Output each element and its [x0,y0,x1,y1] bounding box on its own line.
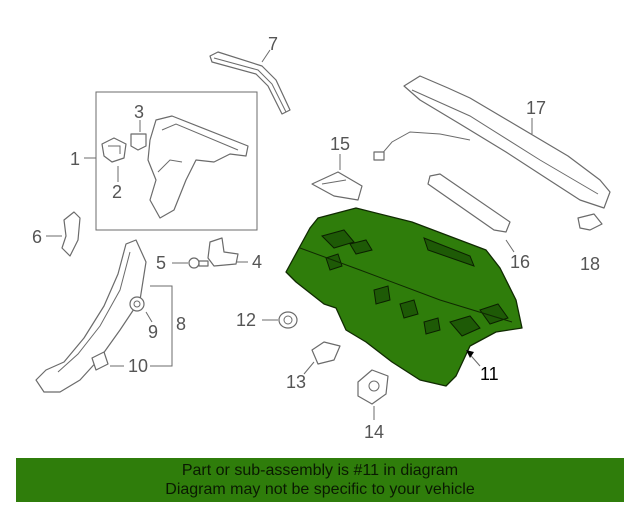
callout-14: 14 [364,422,384,442]
part-9-grommet[interactable] [129,296,145,312]
part-4-bracket[interactable] [207,237,239,267]
callout-12: 12 [236,310,256,330]
callout-2: 2 [112,182,122,202]
callout-5: 5 [156,253,166,273]
part-5-bolt[interactable] [188,257,209,269]
part-13-bracket[interactable] [311,341,341,365]
callout-9: 9 [148,322,158,342]
part-12-round-cap[interactable] [278,311,298,329]
part-8-lower-pillar[interactable] [35,239,147,393]
part-6-trim-piece[interactable] [61,211,81,257]
callout-7: 7 [268,34,278,54]
callout-10: 10 [128,356,148,376]
part-1-pillar-trim[interactable] [147,115,249,219]
callout-6: 6 [32,227,42,247]
part-10-clip[interactable] [91,351,109,371]
part-16-trim-strip[interactable] [427,173,511,233]
callout-15: 15 [330,134,350,154]
part-14-cover[interactable] [357,369,389,405]
banner-line-1: Part or sub-assembly is #11 in diagram [181,462,459,479]
callout-18: 18 [580,254,600,274]
part-2-bracket[interactable] [101,137,127,163]
callout-4: 4 [252,252,262,272]
part-18-clip[interactable] [577,213,603,231]
callout-3: 3 [134,102,144,122]
part-15-cover[interactable] [311,171,363,201]
callout-17: 17 [526,98,546,118]
callout-11: 11 [480,364,499,384]
callout-1: 1 [70,149,80,169]
part-17-shelf-frame[interactable] [373,75,611,209]
part-3-clip[interactable] [130,133,147,151]
part-11-package-tray[interactable] [285,207,523,387]
banner-line-2: Diagram may not be specific to your vehi… [165,481,475,498]
part-7-molding[interactable] [209,51,291,115]
callout-8: 8 [176,314,186,334]
callout-13: 13 [286,372,306,392]
part-group-box [95,91,258,231]
info-banner: Part or sub-assembly is #11 in diagram D… [16,458,624,502]
callout-16: 16 [510,252,530,272]
